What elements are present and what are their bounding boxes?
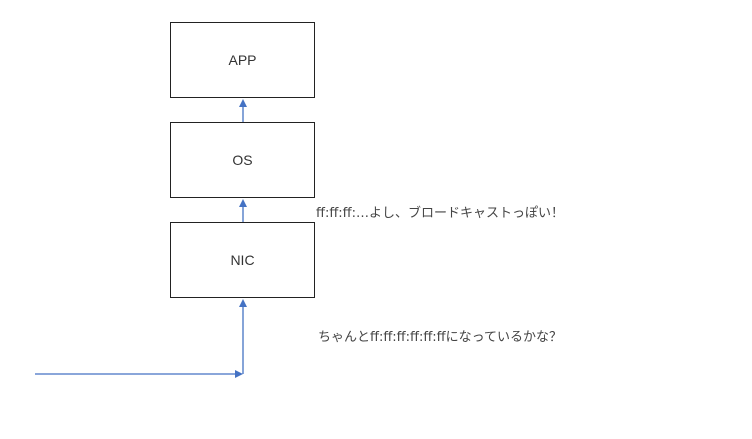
broadcast-note: ff:ff:ff:…よし、ブロードキャストっぽい！ [316, 206, 565, 221]
app-label: APP [228, 52, 257, 68]
os-box: OS [170, 122, 315, 198]
check-note: ちゃんとff:ff:ff:ff:ff:ffになっているかな？ [318, 330, 562, 345]
app-box: APP [170, 22, 315, 98]
nic-label: NIC [230, 252, 255, 268]
nic-box: NIC [170, 222, 315, 298]
os-label: OS [232, 152, 253, 168]
